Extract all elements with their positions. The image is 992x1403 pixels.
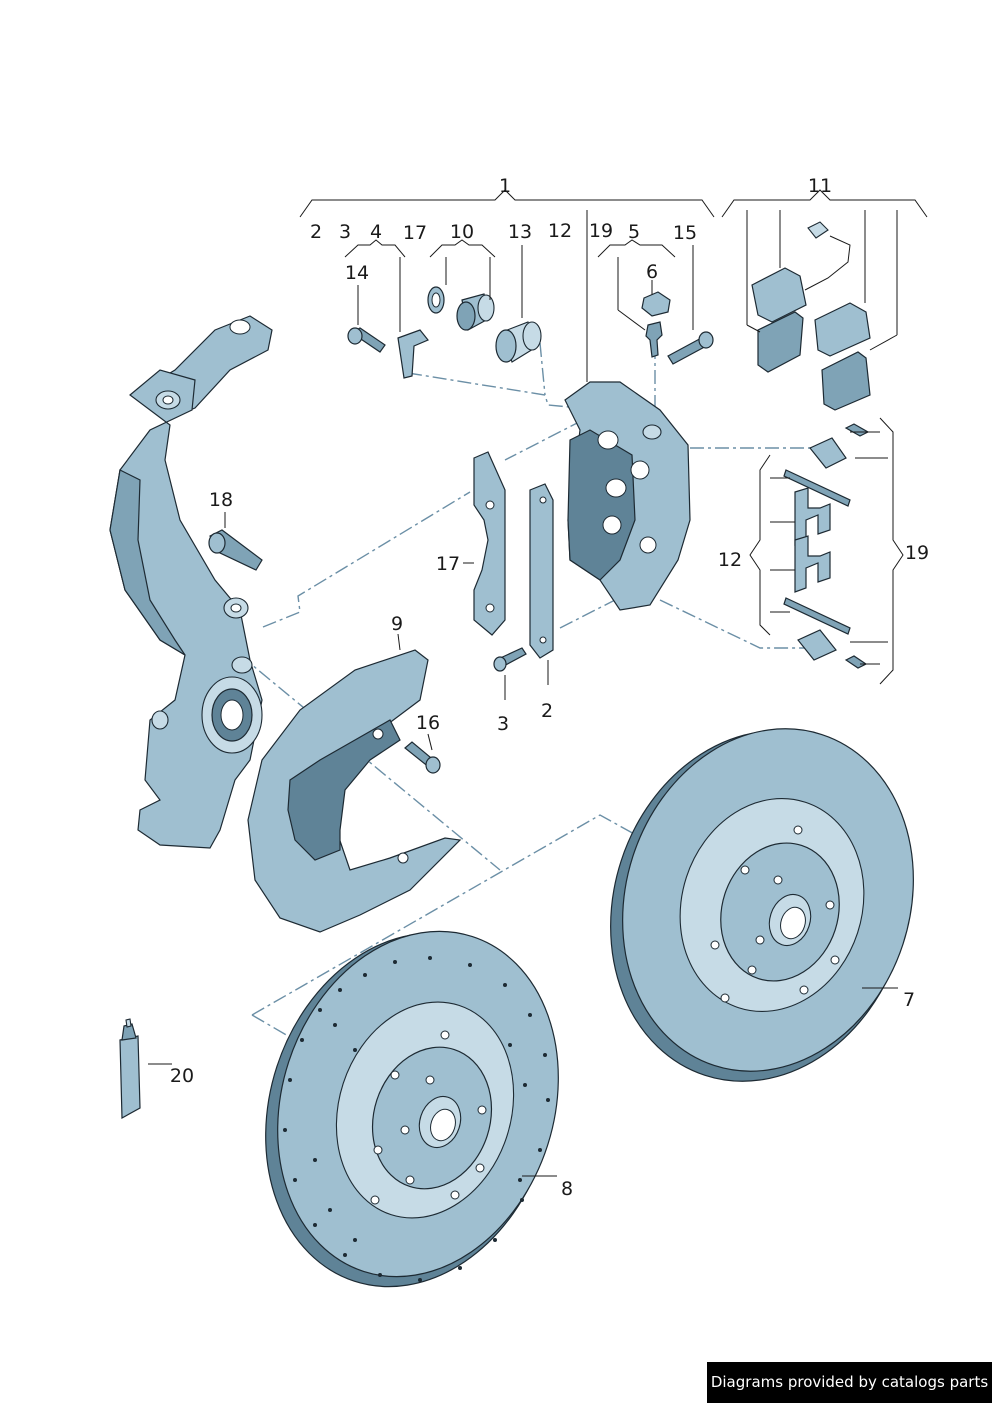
disc-8-bolt-holes (370, 1030, 487, 1205)
leader-lines (148, 210, 898, 1177)
bolt-3 (493, 647, 527, 672)
callout-6: 6 (646, 261, 658, 283)
callout-16: 16 (416, 712, 440, 734)
callout-10: 10 (450, 221, 474, 243)
callout-labels: 1 11 2 3 4 17 10 13 12 19 5 15 14 6 18 1… (170, 175, 929, 1200)
callout-4: 4 (370, 221, 382, 243)
callout-8: 8 (561, 1178, 573, 1200)
hardware-kit (783, 423, 870, 669)
callout-12-top: 12 (548, 220, 572, 242)
callout-17-mid: 17 (436, 553, 460, 575)
callout-11: 11 (808, 175, 832, 197)
callout-2-top: 2 (310, 221, 322, 243)
bleed-valve-6 (641, 291, 671, 358)
callout-1: 1 (499, 175, 511, 197)
callout-15: 15 (673, 222, 697, 244)
callout-19-side: 19 (905, 542, 929, 564)
footer-credit-banner: Diagrams provided by catalogs parts (707, 1362, 992, 1403)
callout-3-top: 3 (339, 221, 351, 243)
brake-pads-11 (751, 221, 871, 411)
disc-8-cross-drilling (283, 956, 550, 1282)
bolt-15 (667, 331, 714, 365)
braces (299, 189, 928, 685)
callout-9: 9 (391, 613, 403, 635)
adapter-2 (529, 483, 554, 659)
callout-2-bottom: 2 (541, 700, 553, 722)
brake-disc-7 (610, 728, 914, 1082)
brake-disc-8 (265, 930, 559, 1288)
bolt-16 (404, 741, 441, 774)
callout-18: 18 (209, 489, 233, 511)
callout-3-bottom: 3 (497, 713, 509, 735)
assembly-centerlines (239, 342, 831, 1161)
clip-4 (397, 329, 429, 379)
callout-19-top: 19 (589, 220, 613, 242)
callout-14: 14 (345, 262, 369, 284)
footer-credit-text: Diagrams provided by catalogs parts (710, 1373, 989, 1391)
disc-7-bolt-holes (710, 825, 840, 1003)
bolt-18 (208, 529, 263, 571)
callout-7: 7 (903, 989, 915, 1011)
brake-caliper (564, 381, 691, 611)
callout-17-top: 17 (403, 222, 427, 244)
steering-knuckle (109, 315, 273, 849)
grease-tube-20 (119, 1018, 141, 1120)
callout-12-side: 12 (718, 549, 742, 571)
callout-5: 5 (628, 221, 640, 243)
splash-shield (247, 649, 462, 933)
piston-13 (495, 321, 542, 363)
callout-20: 20 (170, 1065, 194, 1087)
bolt-14 (347, 327, 386, 353)
adapter-17 (473, 451, 506, 636)
seal-ring-10 (427, 286, 495, 331)
callout-13: 13 (508, 221, 532, 243)
